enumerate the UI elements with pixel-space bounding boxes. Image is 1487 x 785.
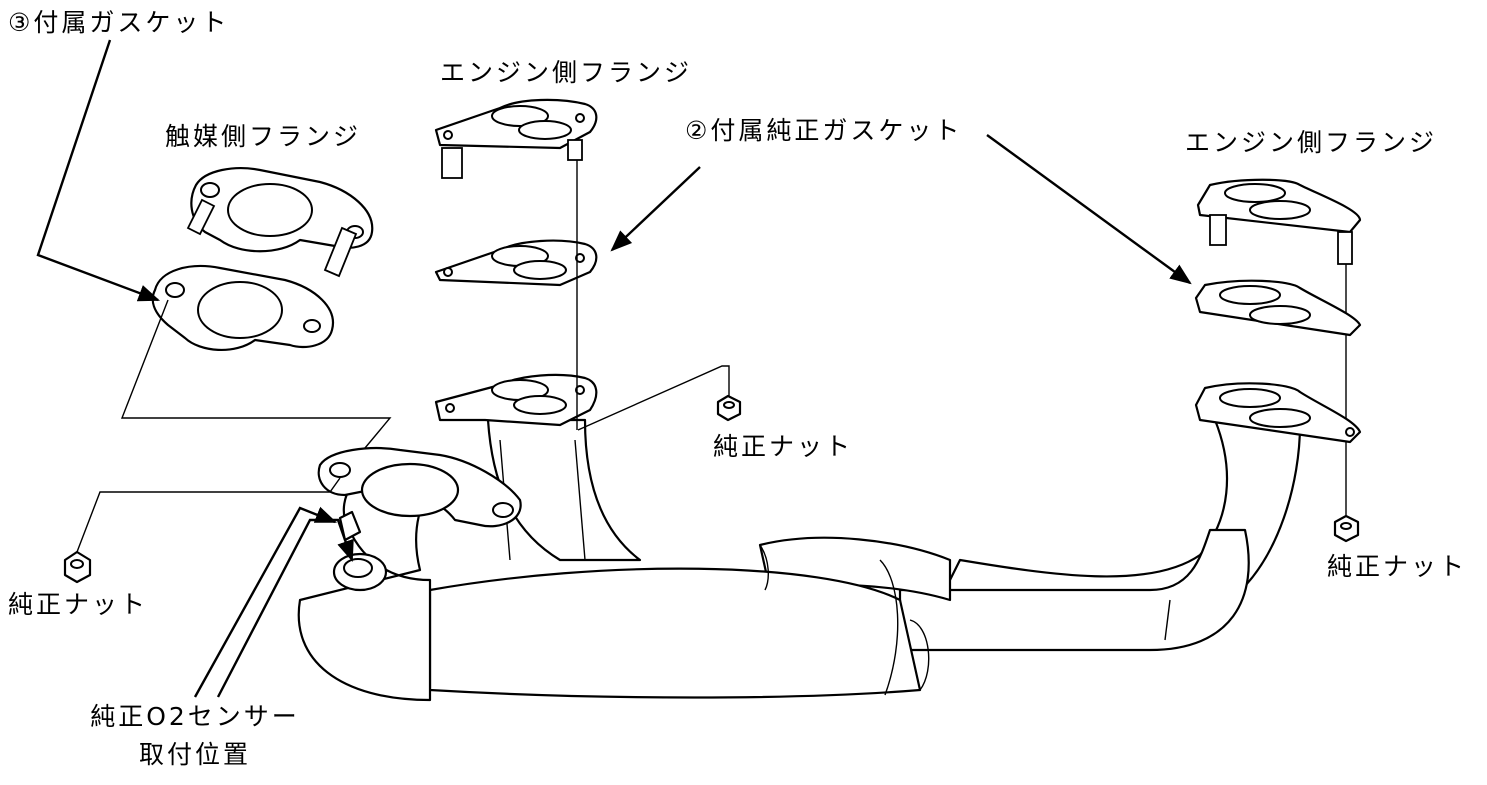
label-supplied-gasket-3: ③付属ガスケット xyxy=(8,8,230,37)
center-engine-flange xyxy=(434,98,598,179)
catalyst-flange-on-pipe xyxy=(317,447,522,528)
label-oem-nut-right: 純正ナット xyxy=(1327,552,1468,581)
label-oem-nut-center: 純正ナット xyxy=(713,432,854,461)
center-gasket xyxy=(434,239,598,287)
label-engine-flange-left: エンジン側フランジ xyxy=(440,58,693,87)
label-o2-sensor-line2: 取付位置 xyxy=(138,740,251,769)
oem-nut-left-shape xyxy=(63,550,92,584)
right-gasket xyxy=(1194,279,1362,337)
exhaust-pipe xyxy=(297,418,1302,702)
label-catalyst-flange: 触媒側フランジ xyxy=(165,122,362,151)
oem-nut-center-shape xyxy=(716,394,742,422)
center-pipe-flange xyxy=(434,373,598,427)
label-engine-flange-right: エンジン側フランジ xyxy=(1185,128,1438,157)
supplied-gasket-3 xyxy=(151,264,335,352)
catalyst-side-flange xyxy=(186,167,374,278)
label-oem-nut-left: 純正ナット xyxy=(8,590,149,619)
right-engine-flange xyxy=(1196,178,1362,265)
label-o2-sensor-line1: 純正O2センサー xyxy=(90,702,300,731)
right-pipe-flange xyxy=(1194,382,1362,444)
label-supplied-oem-gasket-2: ②付属純正ガスケット xyxy=(685,116,963,145)
oem-nut-right-shape xyxy=(1333,514,1360,543)
